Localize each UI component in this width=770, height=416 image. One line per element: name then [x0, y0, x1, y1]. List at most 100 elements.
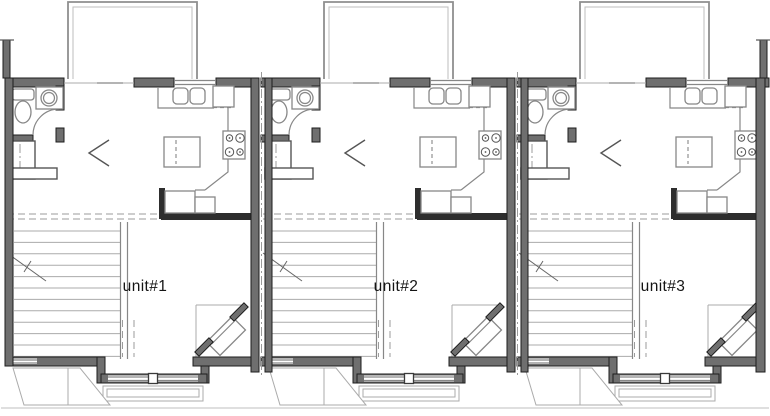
kitchen-island	[419, 136, 457, 168]
units-layer	[1, 1, 770, 409]
hall-closet	[264, 139, 366, 180]
entry-steps	[513, 367, 769, 409]
corner-fireplace	[706, 302, 761, 357]
half-wall	[673, 213, 765, 220]
kitchen-counter	[413, 87, 470, 109]
half-wall	[417, 213, 509, 220]
unit-2-label: unit#2	[374, 278, 419, 295]
kitchen-counter	[157, 87, 214, 109]
half-wall	[159, 188, 165, 219]
hall-closet	[8, 139, 110, 180]
window-mullion	[403, 372, 415, 385]
half-wall	[161, 213, 253, 220]
stove	[734, 130, 758, 160]
deck	[323, 1, 454, 79]
front-wall	[260, 356, 510, 385]
unit-1	[1, 1, 258, 409]
front-window	[521, 358, 549, 364]
counter-edge	[460, 108, 485, 191]
kitchen	[413, 85, 502, 191]
half-wall	[415, 188, 421, 219]
bay-window	[612, 372, 720, 385]
kitchen-island	[675, 136, 713, 168]
left-exterior-wall	[4, 77, 14, 367]
stairs	[6, 222, 135, 359]
stove	[222, 130, 246, 160]
stoop	[524, 367, 581, 406]
stair-treads	[14, 230, 120, 357]
stairs	[518, 222, 647, 359]
deck	[579, 1, 710, 79]
exterior-walls	[0, 39, 770, 373]
bathroom-door-swing	[32, 108, 60, 136]
bathroom	[4, 85, 65, 143]
kitchen-island	[163, 136, 201, 168]
kitchen	[669, 85, 758, 191]
left-wing-wall	[2, 39, 11, 79]
hall-closet	[520, 139, 622, 180]
counter-edge	[716, 108, 741, 191]
corner-fireplace	[194, 302, 249, 357]
right-exterior-wall	[755, 77, 766, 373]
stove	[478, 130, 502, 160]
closet-door	[343, 139, 366, 167]
firebox	[717, 315, 759, 357]
stair-treads	[526, 230, 632, 357]
unit-1-label: unit#1	[123, 278, 168, 295]
window-mullion	[659, 372, 671, 385]
half-wall	[671, 188, 677, 219]
bathroom-door-swing	[544, 108, 572, 136]
closet-shelf	[8, 167, 58, 180]
kitchen-counter	[669, 87, 726, 109]
entry-steps	[1, 367, 257, 409]
bay-window	[100, 372, 208, 385]
built-in-bench	[676, 189, 728, 214]
front-wall	[4, 356, 254, 385]
kitchen-sink	[684, 87, 718, 105]
party-wall-1	[250, 72, 273, 376]
corner-fireplace	[450, 302, 505, 357]
firebox	[205, 315, 247, 357]
front-window	[265, 358, 293, 364]
stoop	[12, 367, 69, 406]
built-in-bench	[420, 189, 472, 214]
refrigerator	[468, 85, 491, 109]
window-mullion	[147, 372, 159, 385]
rear-wall	[516, 77, 770, 88]
built-in-bench	[164, 189, 216, 214]
kitchen-sink	[172, 87, 206, 105]
firebox	[461, 315, 503, 357]
rear-wall	[4, 77, 258, 88]
unit-2	[257, 1, 514, 409]
bathroom-sink	[35, 86, 64, 110]
rear-wall	[260, 77, 514, 88]
unit-labels: unit#1 unit#2 unit#3	[123, 278, 686, 295]
floor-break-line	[263, 188, 509, 220]
bathroom	[260, 85, 321, 143]
unit-3-label: unit#3	[641, 278, 686, 295]
deck	[67, 1, 198, 79]
kitchen-sink	[428, 87, 462, 105]
counter-edge	[204, 108, 229, 191]
toilet	[11, 88, 35, 124]
floor-break-line	[7, 188, 253, 220]
kitchen	[157, 85, 246, 191]
floor-break-line	[519, 188, 765, 220]
closet-door	[599, 139, 622, 167]
stairs	[262, 222, 391, 359]
unit-3	[513, 1, 770, 409]
closet-door	[87, 139, 110, 167]
bathroom-door-swing	[288, 108, 316, 136]
stair-treads	[270, 230, 376, 357]
right-wing-wall	[759, 39, 768, 79]
stair-rail	[119, 222, 129, 359]
stoop	[268, 367, 325, 406]
stair-rail	[631, 222, 641, 359]
stair-rail	[375, 222, 385, 359]
entry-steps	[257, 367, 513, 409]
refrigerator	[212, 85, 235, 109]
bathroom-sink	[291, 86, 320, 110]
refrigerator	[724, 85, 747, 109]
front-window	[9, 358, 37, 364]
